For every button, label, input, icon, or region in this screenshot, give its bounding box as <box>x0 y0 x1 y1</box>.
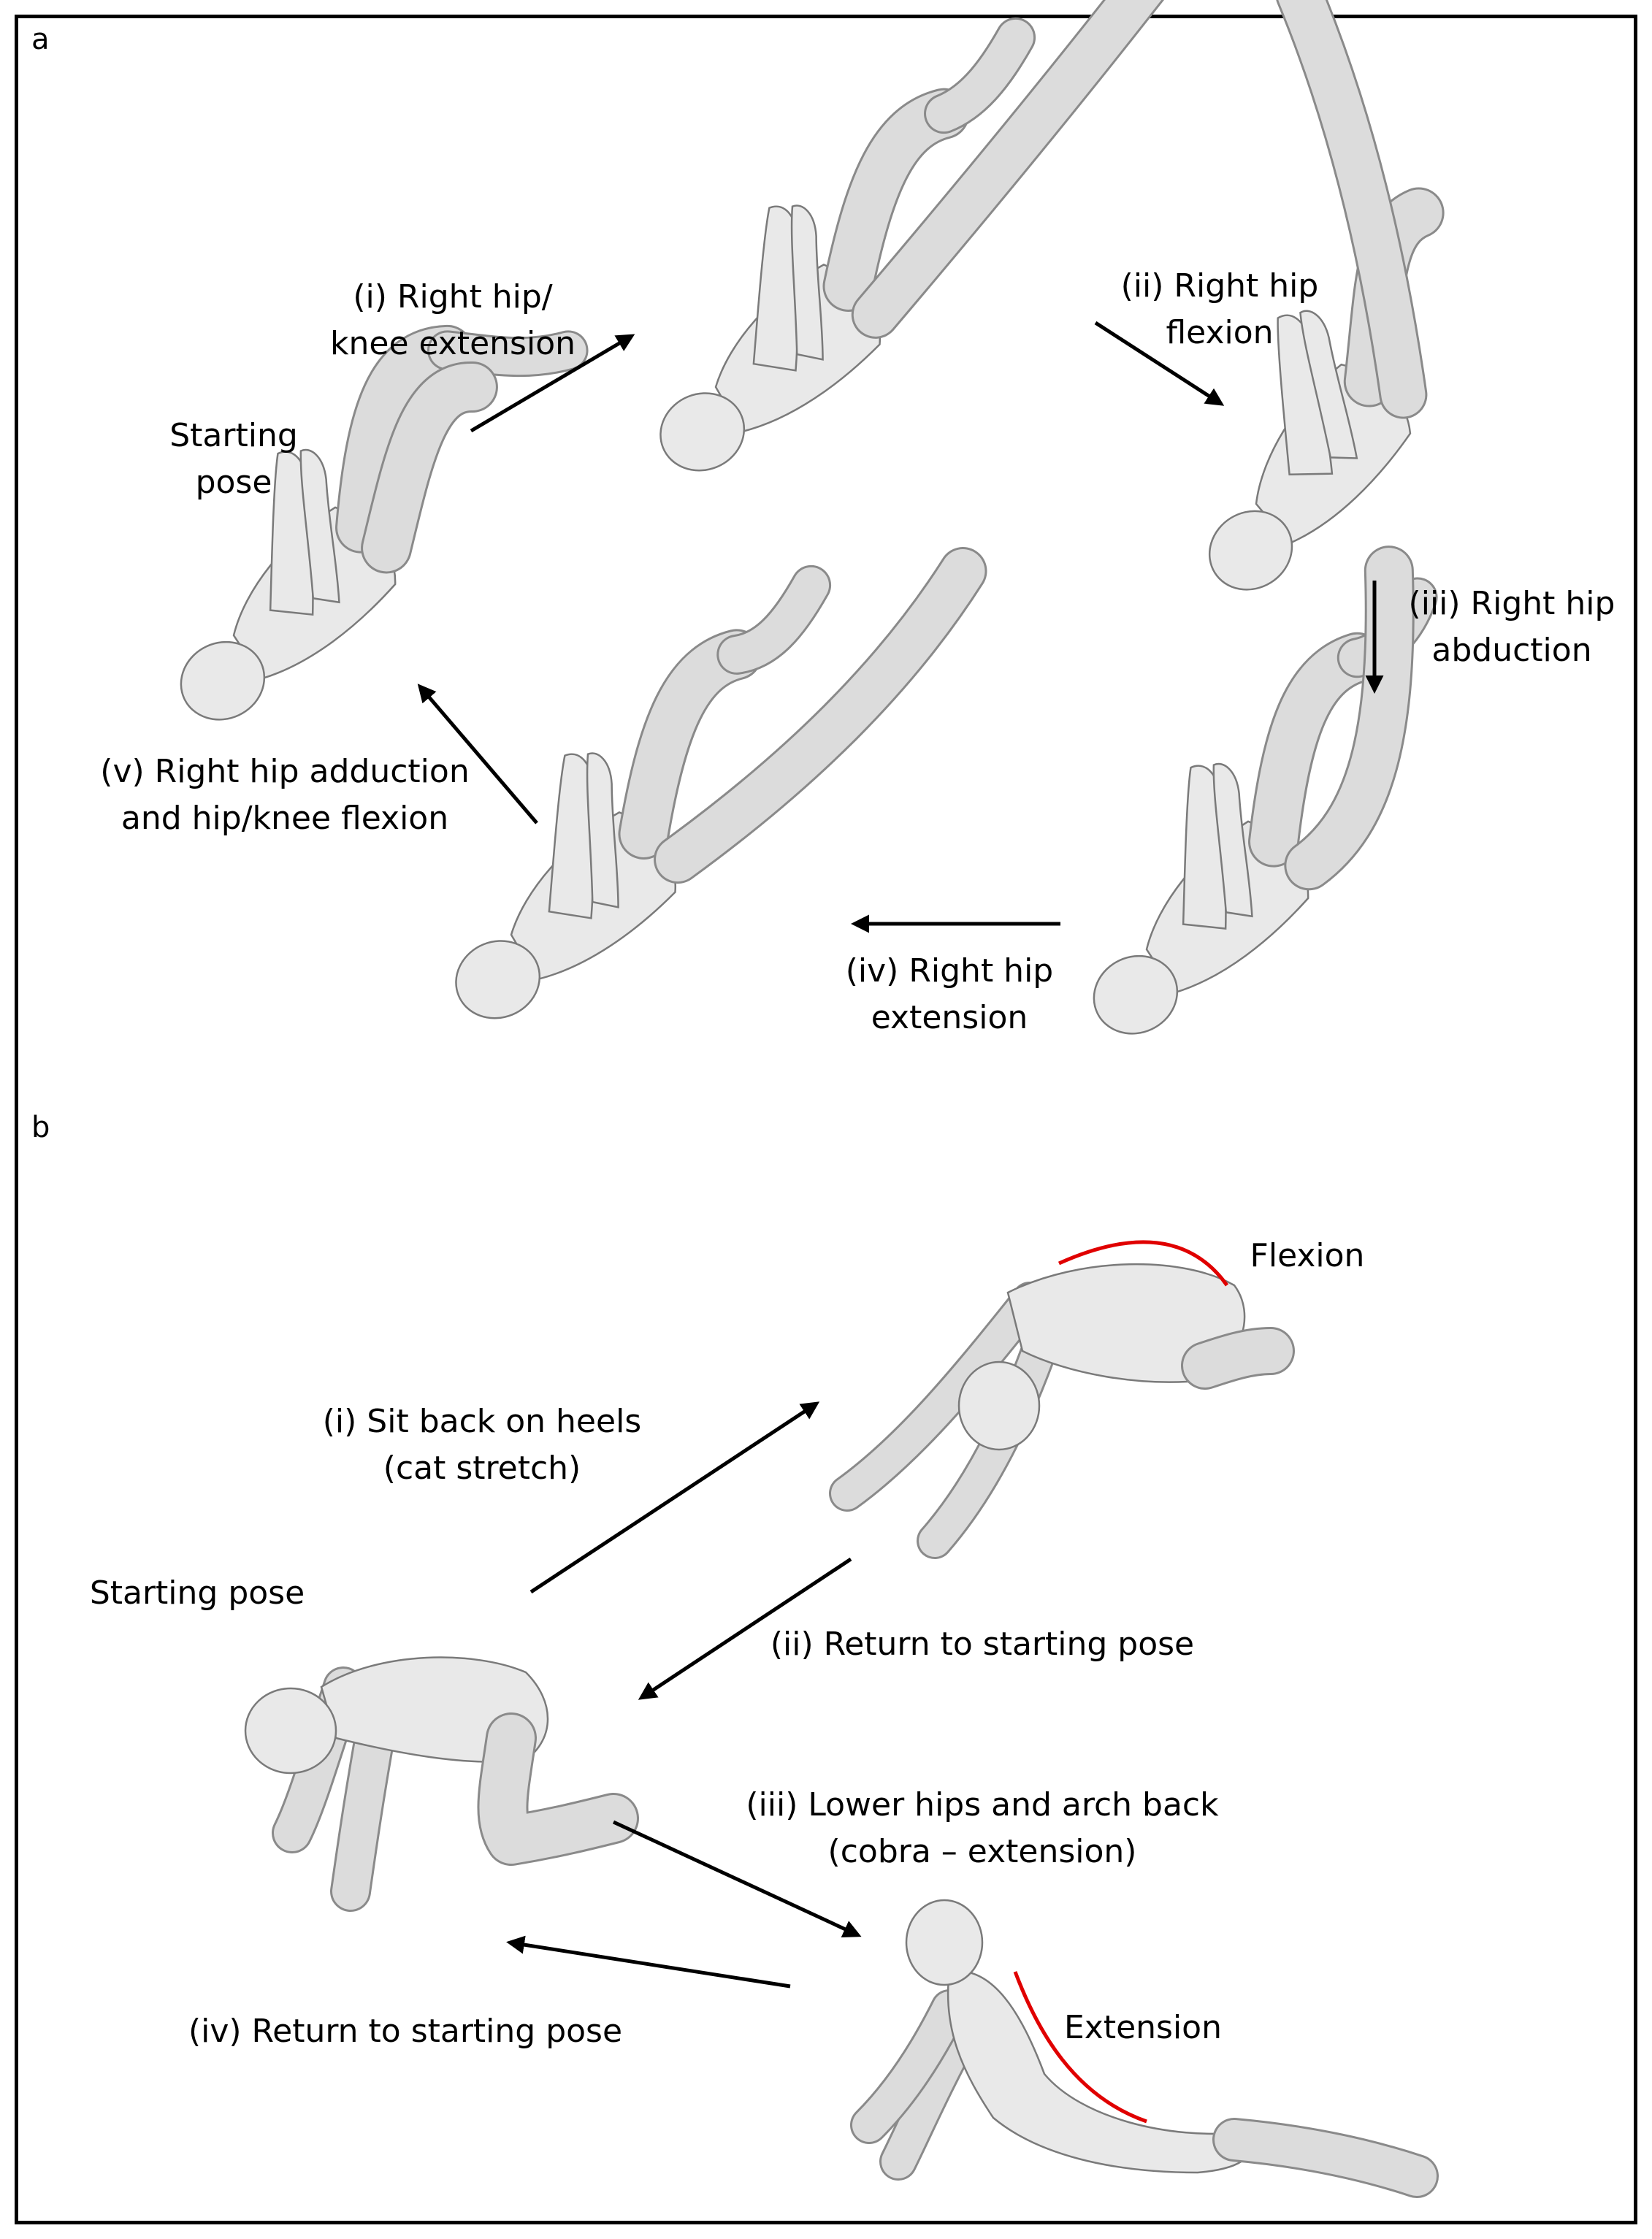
panel-a-figures <box>106 0 1445 1049</box>
figure-b-flexion <box>829 1263 1295 1559</box>
label-b-extension: Extension <box>1063 2009 1222 2046</box>
label-a-starting-pose: Starting pose <box>169 417 298 501</box>
label-b-step-iii: (iii) Lower hips and arch back (cobra – … <box>746 1786 1219 1870</box>
arrow-a-ii <box>1094 321 1225 406</box>
figure-b-start <box>244 1656 639 1912</box>
label-b-step-i: (i) Sit back on heels (cat stretch) <box>322 1403 642 1487</box>
label-a-step-i: (i) Right hip/ knee extension <box>330 278 575 362</box>
arrow-b-iii <box>612 1820 862 1937</box>
figure-frame <box>15 15 1637 2224</box>
figure-b-extension <box>850 1899 1439 2198</box>
label-a-step-v: (v) Right hip adduction and hip/knee fle… <box>100 753 470 837</box>
panel-a-arrows <box>417 321 1384 933</box>
panel-b-arrows <box>506 1401 862 1989</box>
label-b-flexion: Flexion <box>1250 1237 1365 1274</box>
arrow-b-iv <box>506 1935 791 1989</box>
panel-b-highlights <box>1013 1240 1229 2124</box>
figure-a-ii <box>1117 0 1445 606</box>
panel-label-a: a <box>31 23 50 56</box>
panel-label-b: b <box>31 1111 50 1144</box>
arrow-b-i <box>529 1401 820 1594</box>
label-a-step-iv: (iv) Right hip extension <box>845 952 1054 1036</box>
label-b-step-ii: (ii) Return to starting pose <box>770 1626 1195 1663</box>
figure-a-iii <box>1019 546 1438 1049</box>
arrow-a-v <box>417 684 538 824</box>
label-b-step-iv: (iv) Return to starting pose <box>188 2013 623 2050</box>
flexion-arc <box>1058 1240 1229 1287</box>
label-a-step-iii: (iii) Right hip abduction <box>1408 585 1615 669</box>
figure-a-start <box>106 324 589 735</box>
panel-b-figures <box>244 1263 1439 2198</box>
arrow-b-ii <box>638 1557 852 1700</box>
label-a-step-ii: (ii) Right hip flexion <box>1120 267 1319 351</box>
label-b-starting-pose: Starting pose <box>89 1574 305 1612</box>
figure-a-i <box>593 0 1205 484</box>
extension-arc <box>1013 1971 1147 2124</box>
arrow-a-i <box>470 334 635 433</box>
figure-a-iv <box>389 547 987 1032</box>
